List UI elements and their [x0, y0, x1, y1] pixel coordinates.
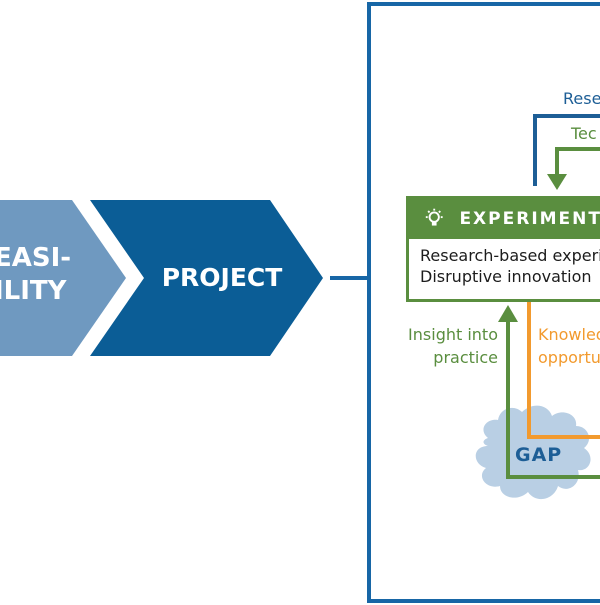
knowledge-flow-line	[527, 301, 600, 439]
experiment-box: EXPERIMENT Research-based experi Disrupt…	[406, 196, 600, 302]
knowledge-label-line-2: opportun	[538, 348, 600, 367]
technology-label: Tec	[571, 124, 597, 143]
experiment-header: EXPERIMENT	[409, 199, 600, 239]
project-label: PROJECT	[162, 263, 283, 292]
experiment-description: Research-based experi Disruptive innovat…	[409, 239, 600, 287]
insight-flow-line	[506, 320, 600, 479]
lightbulb-icon	[425, 208, 443, 226]
gap-label: GAP	[515, 444, 563, 466]
insight-label-line-2: practice	[433, 348, 498, 367]
experiment-line-1: Research-based experi	[420, 246, 600, 265]
knowledge-label-line-1: Knowled	[538, 325, 600, 344]
feasibility-chevron	[0, 200, 126, 356]
research-label: Resea	[563, 89, 600, 108]
research-flow-line	[533, 114, 600, 186]
project-chevron	[90, 200, 323, 356]
insight-label-line-1: Insight into	[408, 325, 498, 344]
experiment-title: EXPERIMENT	[459, 209, 600, 229]
experiment-line-2: Disruptive innovation	[420, 267, 592, 286]
experiment-frame	[367, 2, 600, 603]
technology-flow-line	[555, 147, 600, 176]
technology-arrowhead	[547, 174, 567, 190]
insight-arrowhead	[498, 305, 518, 322]
feasibility-label: EASI- ILITY	[0, 243, 80, 306]
